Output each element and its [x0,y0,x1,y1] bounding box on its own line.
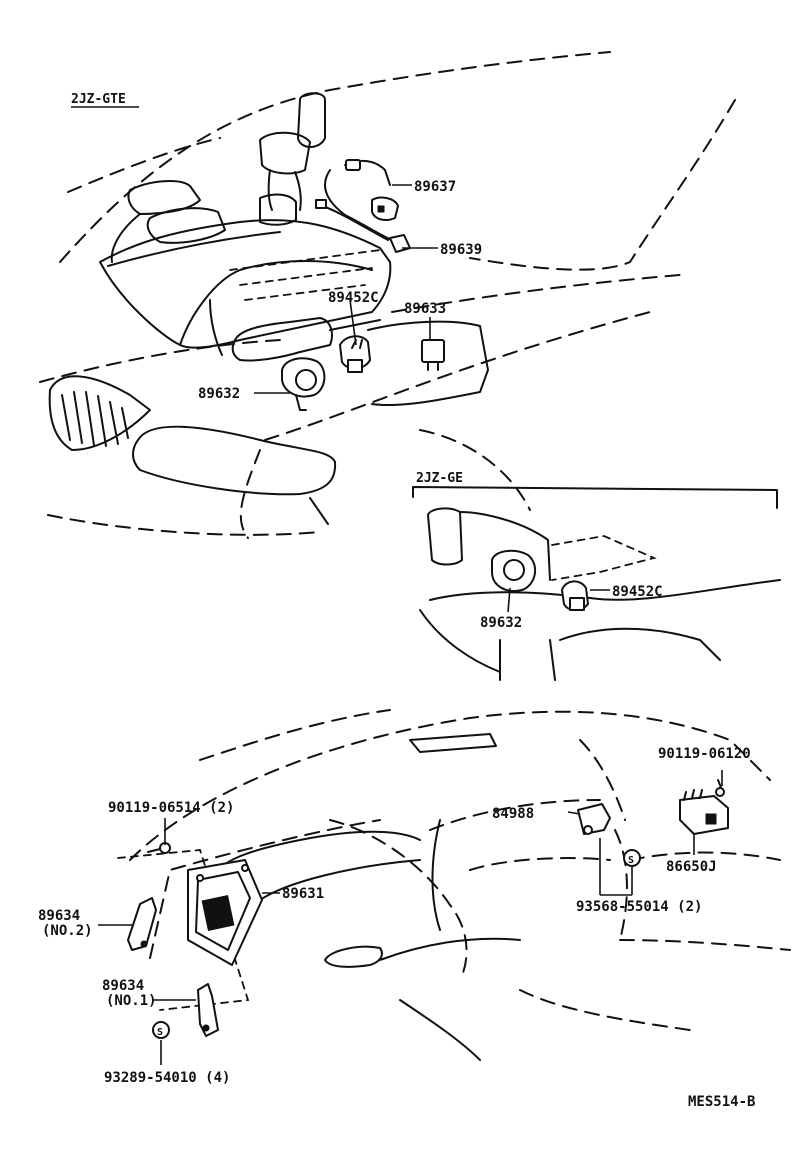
labels: 2JZ-GTE 2JZ-GE 89637 89639 89452C 89633 … [38,92,755,1110]
label-90119-06514: 90119-06514 (2) [108,800,234,816]
engine-label-2jz-ge: 2JZ-GE [416,471,463,486]
part-89452c-gte[interactable] [339,335,371,373]
part-89634-no2[interactable] [127,897,157,951]
label-89452c-ge: 89452C [612,584,663,600]
engine-cam-cover [99,219,392,356]
label-89637: 89637 [414,179,456,195]
svg-text:S: S [157,1027,163,1038]
label-89634-no1-tag: (NO.1) [106,993,157,1009]
part-93568-55014[interactable]: S [623,849,641,867]
label-89632-gte: 89632 [198,386,240,402]
front-grille [48,375,151,451]
label-93568-55014: 93568-55014 (2) [576,899,702,915]
defroster-vent [409,733,497,753]
part-89631[interactable] [187,859,263,966]
label-93289-54010: 93289-54010 (4) [104,1070,230,1086]
intake-runners [110,180,297,263]
part-90119-06120[interactable] [715,779,725,797]
label-89634-no1-number: 89634 [102,978,144,994]
part-89633[interactable] [421,339,445,371]
label-86650j: 86650J [666,859,717,875]
label-89631: 89631 [282,886,324,902]
gte-engine-bay-view [39,51,736,539]
label-89634-no2-number: 89634 [38,908,80,924]
label-89639: 89639 [440,242,482,258]
leader-lines [98,184,723,1065]
part-90119-06514[interactable] [147,842,171,854]
part-89634-no1[interactable] [197,983,219,1037]
part-89632-gte[interactable] [281,357,326,411]
label-90119-06120: 90119-06120 [658,746,751,762]
ge-engine-inset [412,486,781,681]
part-86650j[interactable] [679,789,729,835]
label-89452c-gte: 89452C [328,290,379,306]
engine-label-2jz-gte: 2JZ-GTE [71,92,126,107]
intake-pipe [231,317,333,362]
part-93289-54010[interactable]: S [152,1021,170,1039]
label-89633: 89633 [404,301,446,317]
label-89632-ge: 89632 [480,615,522,631]
part-89637[interactable] [324,159,399,241]
glovebox-handle [324,945,383,968]
part-89452c-ge[interactable] [561,580,589,611]
svg-text:S: S [628,855,634,866]
part-89632-ge[interactable] [491,549,537,592]
label-89634-no2-tag: (NO.2) [42,923,93,939]
part-84988[interactable] [577,803,611,835]
label-84988: 84988 [492,806,534,822]
diagram-reference-code: MES514-B [688,1094,755,1110]
headlight [132,425,337,496]
air-intake-stack [297,92,326,148]
dashboard-view: S S [117,709,791,1061]
